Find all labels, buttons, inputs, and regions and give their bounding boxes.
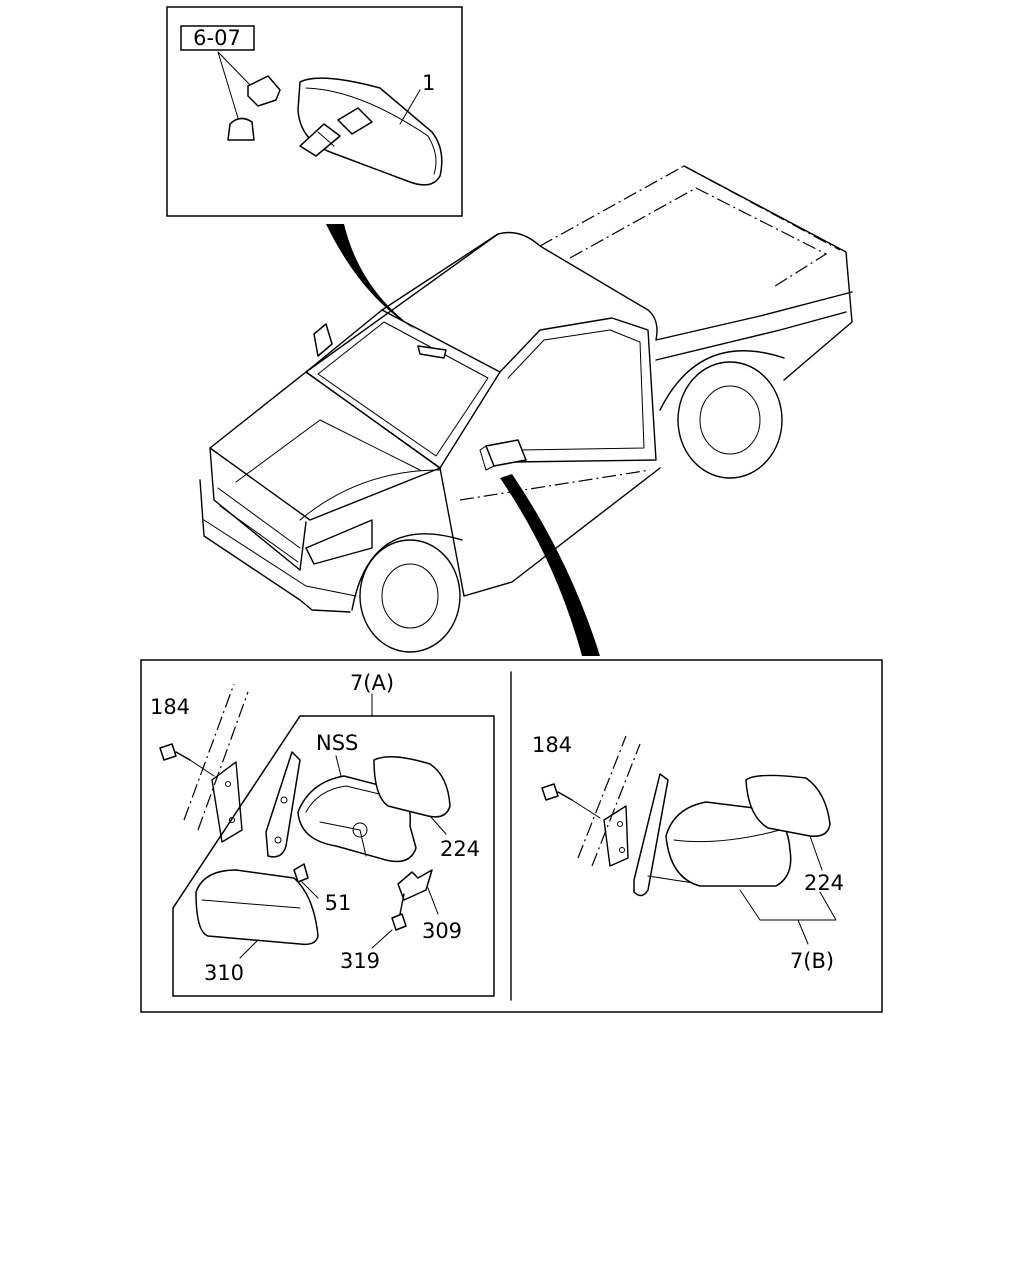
- callout-51: 51: [325, 891, 352, 915]
- pointer-to-windshield: [326, 224, 416, 330]
- door-mirror-panel: [140, 659, 883, 1013]
- callout-184-left: 184: [150, 695, 190, 719]
- callout-309: 309: [422, 919, 462, 943]
- screw-319: [391, 913, 407, 931]
- callout-184-right: 184: [532, 733, 572, 757]
- callout-319: 319: [340, 949, 380, 973]
- bolt-184-right: [541, 783, 559, 801]
- callout-310: 310: [204, 961, 244, 985]
- leader-1: [399, 89, 421, 125]
- callout-224-left: 224: [440, 837, 480, 861]
- clip-309: [397, 869, 433, 901]
- ref-box-label: 6-07: [193, 26, 241, 50]
- mirror-glass-right: [745, 774, 831, 837]
- callout-nss: NSS: [316, 731, 358, 755]
- pointer-to-door-mirror: [500, 474, 600, 656]
- mirror-base: [265, 751, 301, 858]
- mirror-base-right: [633, 773, 669, 897]
- inside-mirror-inset: 6-07 1: [166, 6, 463, 217]
- nut-51: [293, 863, 309, 883]
- bolt-184-left: [159, 743, 177, 761]
- cover-310: [195, 869, 319, 946]
- mirror-base-cap: [227, 117, 255, 141]
- callout-1: 1: [422, 71, 435, 95]
- assembly-7a: 7(A) 184 NSS 224 51: [150, 671, 495, 997]
- callout-7a: 7(A): [350, 671, 394, 695]
- pickup-truck: [199, 165, 853, 653]
- callout-224-right: 224: [804, 871, 844, 895]
- mirror-housing-right: [665, 801, 792, 887]
- assembly-7b: 184 224 7(B): [532, 733, 844, 973]
- callout-7b: 7(B): [790, 949, 834, 973]
- mirror-glass-left: [373, 756, 451, 818]
- mirror-bracket: [247, 75, 281, 107]
